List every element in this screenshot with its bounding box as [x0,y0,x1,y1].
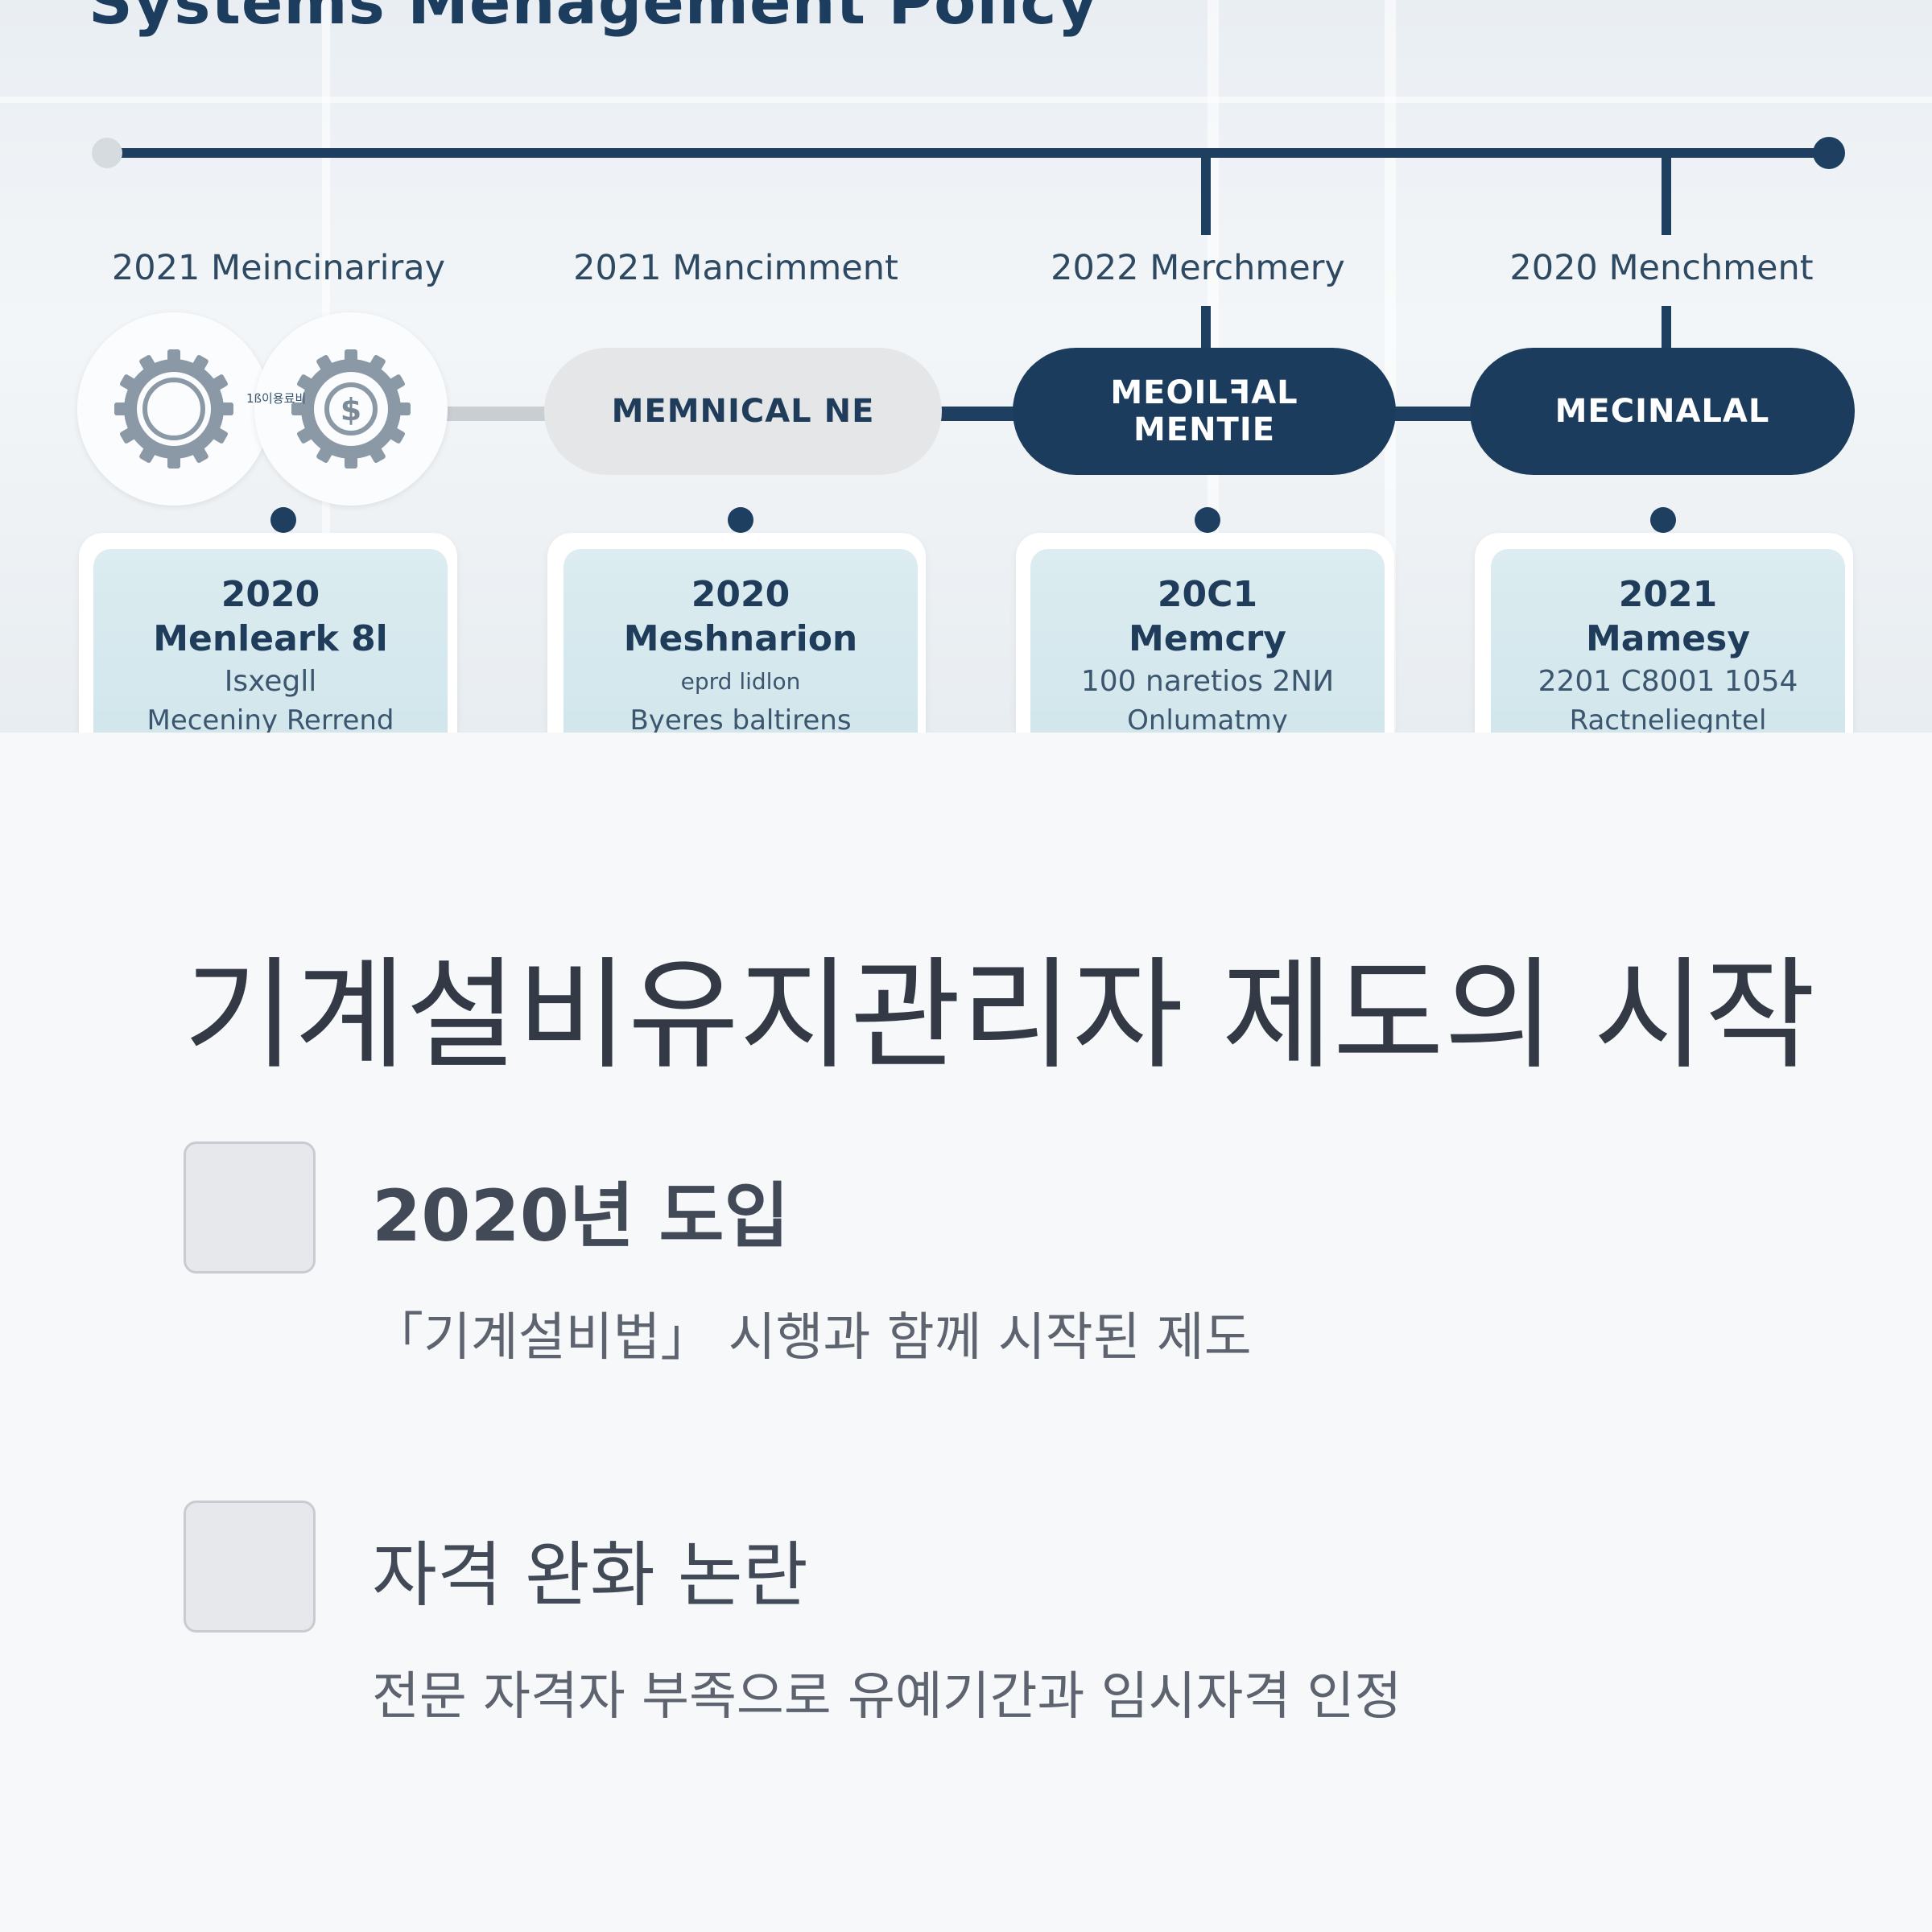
card-detail: Ractneliegntel [1569,704,1767,733]
pill-node-2: MEMNICAL NE [544,348,942,475]
column-year-label: 2021 Meincinariray [111,248,446,288]
infographic-image: Systems Menagement Policy 2021 Meincinar… [0,0,1932,733]
node-dot [1650,507,1676,533]
gear-caption: 1ß이용료비 [246,391,307,406]
bg-window-frame [0,97,1932,103]
timeline-card: 2020 Menleark 8l Isxegll Meceniny Rerren… [93,549,448,733]
item-heading: 2020년 도입 [372,1174,790,1257]
gear-disc [77,312,270,506]
node-dot [270,507,296,533]
node-dot [1195,507,1220,533]
item-description: 「기계설비법」 시행과 함께 시작된 제도 [372,1308,1252,1368]
card-name: Menleark 8l [153,618,388,659]
node-dot [728,507,753,533]
card-year: 2020 [691,574,791,615]
dollar-gear-icon: $ [291,349,411,469]
timeline-line [106,148,1829,158]
item-heading: 자격 완화 논란 [372,1534,808,1616]
card-detail: eprd lidlon [680,668,801,695]
column-year-label: 2021 Mancimment [573,248,898,288]
card-detail: Meceniny Rerrend [147,704,394,733]
item-icon-box [184,1501,316,1633]
card-name: Meshnarion [623,618,858,659]
column-year-label: 2020 Menchment [1509,248,1814,288]
pill-label: MECINALAL [1554,393,1770,430]
timeline-end-dot [1813,137,1845,169]
card-detail: 2201 C8001 1054 [1538,665,1798,698]
gear-node: $ 1ß이용료비 [77,312,448,506]
slide-title: 기계설비유지관리자 제도의 시작 [184,946,1816,1086]
timeline-tick [1201,306,1211,351]
card-year: 2020 [221,574,320,615]
timeline-tick [1201,158,1211,235]
timeline-start-dot [92,138,122,168]
node-connector [1385,407,1481,421]
card-detail: Byeres baltirens [630,704,852,733]
gear-disc: $ [254,312,448,506]
pill-node-4: MECINALAL [1470,348,1855,475]
infographic-title: Systems Menagement Policy [89,0,1099,38]
pill-label-line2: MENTIE [1133,411,1276,448]
timeline-card: 2020 Meshnarion eprd lidlon Byeres balti… [564,549,918,733]
card-detail: Isxegll [224,665,317,698]
node-connector [934,407,1030,421]
timeline-tick [1662,158,1671,235]
item-icon-box [184,1141,316,1274]
gear-icon [114,349,233,469]
pill-label: MEMNICAL NE [611,393,875,430]
card-year: 20C1 [1157,574,1258,615]
svg-text:$: $ [341,392,361,427]
card-detail: Onlumatmy [1127,704,1288,733]
card-name: Mamesy [1585,618,1751,659]
item-description: 전문 자격자 부족으로 유예기간과 임시자격 인정 [372,1667,1402,1727]
card-year: 2021 [1618,574,1718,615]
pill-node-3: MEOILꟻAL MENTIE [1013,348,1396,475]
timeline-card: 2021 Mamesy 2201 C8001 1054 Ractneliegnt… [1491,549,1845,733]
card-name: Memcry [1129,618,1286,659]
column-year-label: 2022 Merchmery [1051,248,1345,288]
node-connector [435,407,547,421]
pill-label-line1: MEOILꟻAL [1110,374,1298,411]
card-detail: 100 naretios 2NИ [1080,665,1335,698]
timeline-card: 20C1 Memcry 100 naretios 2NИ Onlumatmy [1030,549,1385,733]
timeline-tick [1662,306,1671,351]
